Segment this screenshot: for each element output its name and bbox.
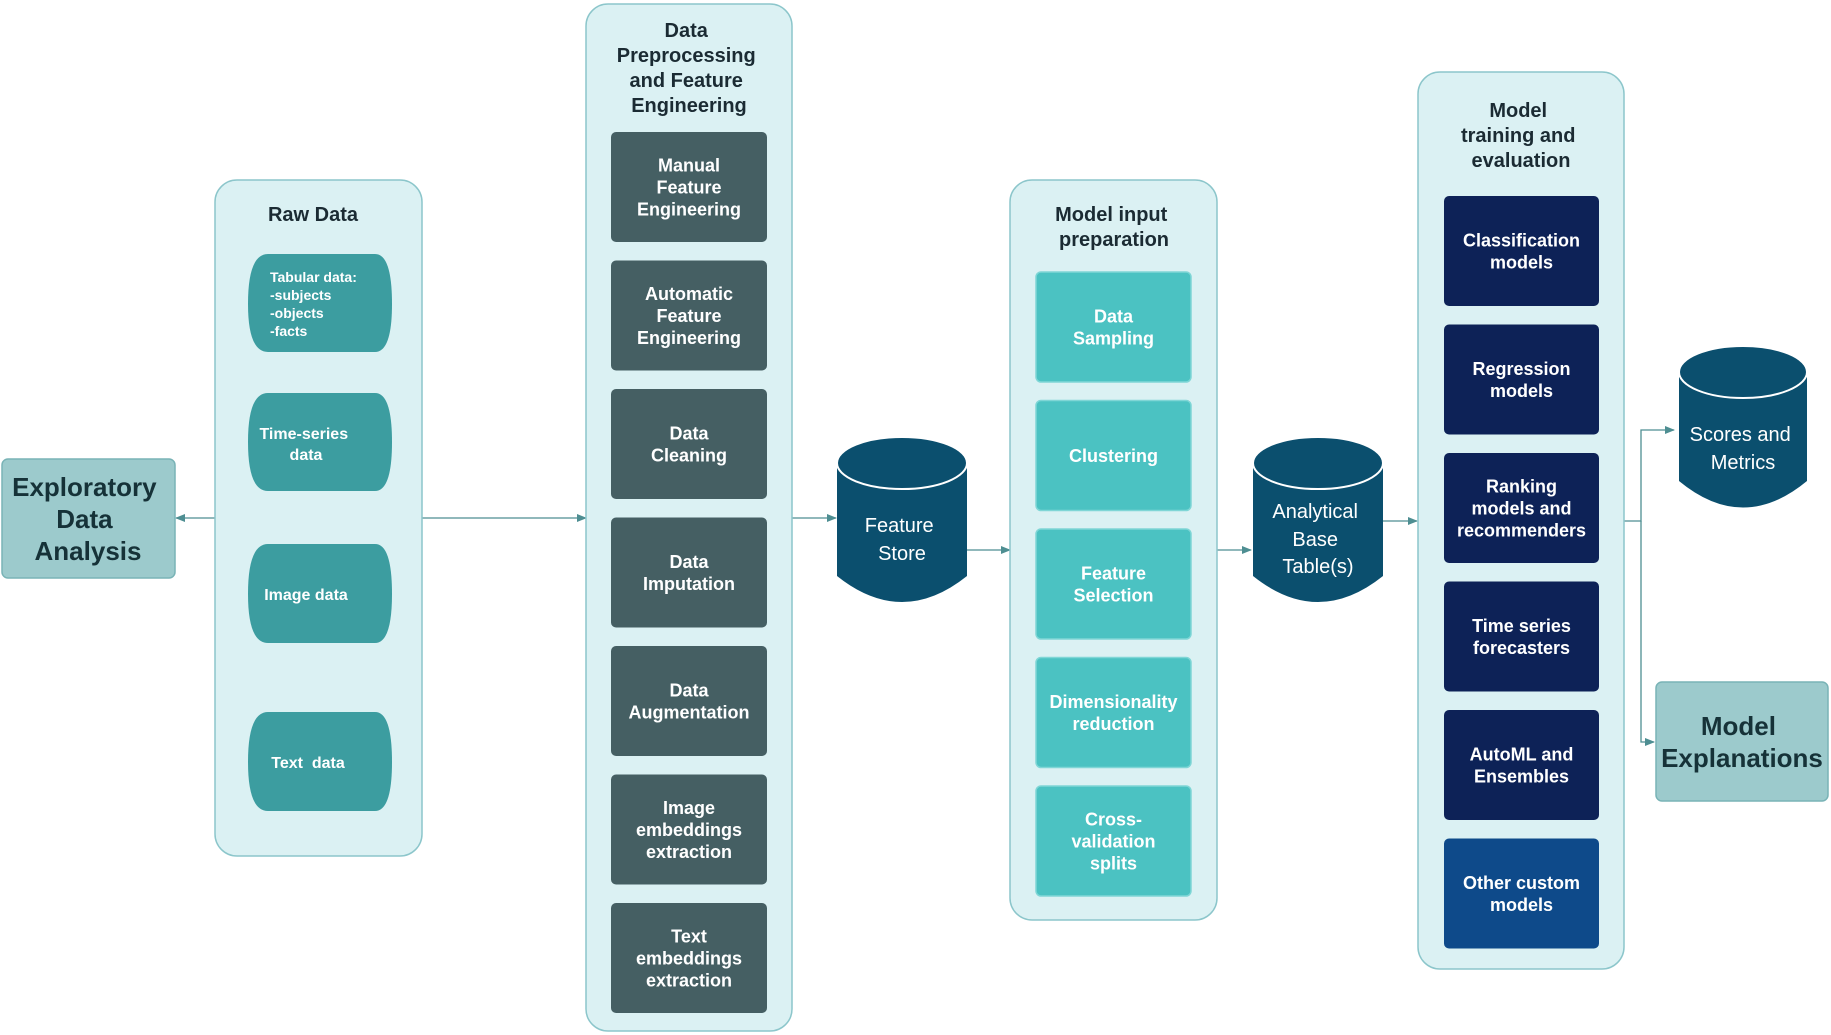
- preprocessing-title: Data Preprocessing and Feature Engineeri…: [617, 20, 762, 117]
- scores-label: Scores and Metrics: [1690, 424, 1797, 474]
- raw-data-item-tabular[interactable]: Tabular data: -subjects -objects -facts: [248, 254, 392, 352]
- eda-label: Exploratory Data Analysis: [12, 472, 164, 566]
- raw-data-item-tabular-label: Tabular data: -subjects -objects -facts: [270, 269, 361, 339]
- feature-store-label: Feature Store: [865, 515, 940, 565]
- raw-data-item-text[interactable]: Text data: [248, 712, 392, 811]
- raw-data-item-time-series-label: Time-series data: [259, 426, 352, 464]
- raw-data-item-image[interactable]: Image data: [248, 544, 392, 643]
- model-input-step-clustering[interactable]: Clustering: [1035, 399, 1192, 512]
- preprocessing-panel: Data Preprocessing and Feature Engineeri…: [585, 3, 793, 1032]
- raw-data-item-time-series[interactable]: Time-series data: [248, 393, 392, 491]
- exploratory-data-analysis-box[interactable]: Exploratory Data Analysis: [1, 458, 176, 579]
- model-explanations-box[interactable]: Model Explanations: [1655, 681, 1829, 802]
- model-input-title: Model input preparation: [1055, 204, 1173, 251]
- training-title: Model training and evaluation: [1461, 100, 1581, 172]
- abt-label: Analytical Base Table(s): [1272, 501, 1363, 578]
- raw-data-title: Raw Data: [268, 204, 359, 226]
- feature-store-cylinder[interactable]: Feature Store: [836, 436, 968, 602]
- model-input-step-clustering-label: Clustering: [1069, 446, 1158, 466]
- scores-and-metrics-cylinder[interactable]: Scores and Metrics: [1678, 345, 1808, 508]
- raw-data-panel: Raw Data Tabular data: -subjects -object…: [214, 179, 423, 857]
- training-to-explanations-arrow: [1640, 521, 1655, 746]
- training-to-scores-arrow: [1623, 426, 1675, 522]
- analytical-base-table-cylinder[interactable]: Analytical Base Table(s): [1252, 436, 1384, 602]
- model-explanations-label: Model Explanations: [1661, 711, 1823, 773]
- connectors: [175, 426, 1675, 746]
- raw-data-item-text-label: Text data: [271, 755, 345, 772]
- raw-data-item-image-label: Image data: [264, 587, 348, 604]
- training-panel: Model training and evaluation Classifica…: [1417, 71, 1625, 970]
